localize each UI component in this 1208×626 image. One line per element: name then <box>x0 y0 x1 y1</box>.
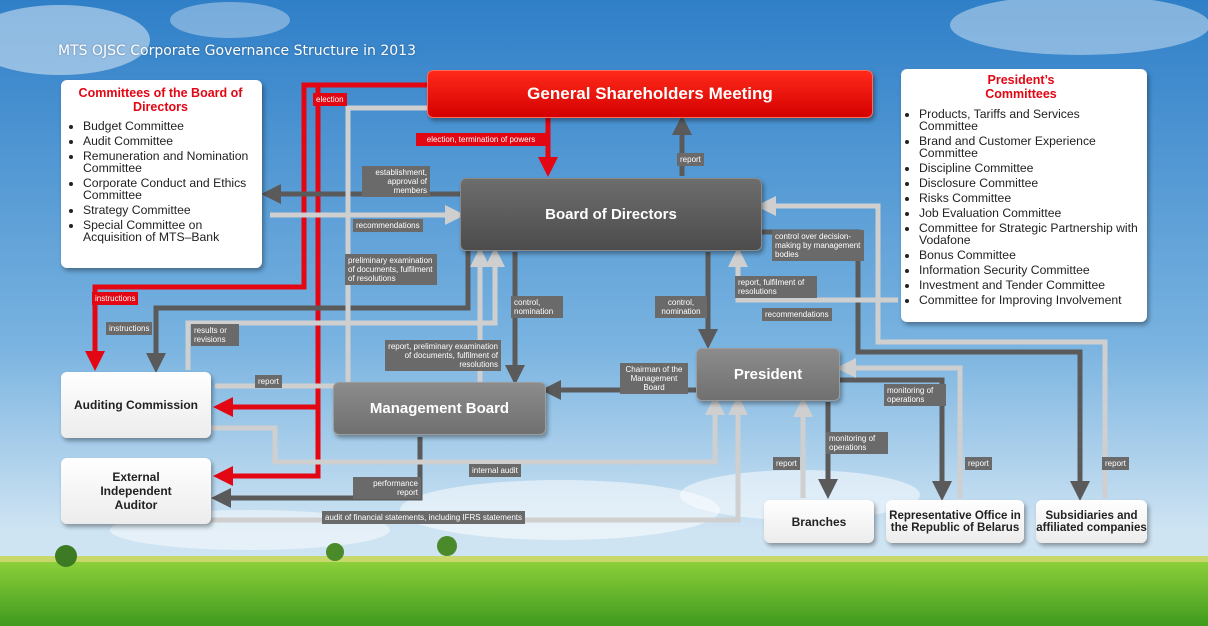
report-auditing-label: report <box>255 375 282 388</box>
list-item: Bonus Committee <box>919 249 1141 261</box>
control-nomination-left-label: control, nomination <box>511 296 563 318</box>
board-committees-heading: Committees of the Board of Directors <box>78 86 243 114</box>
list-item: Discipline Committee <box>919 162 1141 174</box>
report-gsm-label: report <box>677 153 704 166</box>
list-item: Audit Committee <box>83 135 256 147</box>
list-item: Special Committee on Acquisition of MTS–… <box>83 219 256 243</box>
prelim-exam-label: preliminary examination of documents, fu… <box>345 254 437 285</box>
list-item: Disclosure Committee <box>919 177 1141 189</box>
branches-node: Branches <box>764 500 874 543</box>
instructions-red-label: instructions <box>92 292 139 305</box>
monitoring-branches-label: monitoring of operations <box>826 432 888 454</box>
list-item: Strategy Committee <box>83 204 256 216</box>
president-node: President <box>696 348 840 401</box>
list-item: Budget Committee <box>83 120 256 132</box>
management-board-node: Management Board <box>333 382 546 435</box>
list-item: Job Evaluation Committee <box>919 207 1141 219</box>
board-committees-panel: Committees of the Board of Directors Bud… <box>61 80 262 268</box>
instructions-label: instructions <box>106 322 153 335</box>
president-committees-panel: President’s Committees Products, Tariffs… <box>901 69 1147 322</box>
board-of-directors-node: Board of Directors <box>460 178 762 251</box>
recommendations-president-label: recommendations <box>762 308 832 321</box>
list-item: Information Security Committee <box>919 264 1141 276</box>
performance-report-label: performance report <box>353 477 421 499</box>
control-nomination-right-label: control, nomination <box>655 296 707 318</box>
report-fulfilment-label: report, fulfilment of resolutions <box>735 276 817 298</box>
audit-statements-label: audit of financial statements, including… <box>322 511 525 524</box>
results-label: results or revisions <box>191 324 239 346</box>
recommendations-bod-label: recommendations <box>353 219 423 232</box>
list-item: Risks Committee <box>919 192 1141 204</box>
list-item: Remuneration and Nomination Committee <box>83 150 256 174</box>
list-item: Committee for Improving Involvement <box>919 294 1141 306</box>
report-subsidiaries-label: report <box>1102 457 1129 470</box>
establishment-label: establishment, approval of members <box>362 166 430 197</box>
report-prelim-label: report, preliminary examination of docum… <box>385 340 501 371</box>
president-committees-heading: President’s Committees <box>985 73 1057 101</box>
general-shareholders-meeting-node: General Shareholders Meeting <box>427 70 873 118</box>
control-over-label: control over decision-making by manageme… <box>772 230 864 261</box>
chairman-label: Chairman of the Management Board <box>620 363 688 394</box>
election-label: election <box>313 93 347 106</box>
internal-audit-label: internal audit <box>469 464 521 477</box>
monitoring-belarus-label: monitoring of operations <box>884 384 946 406</box>
report-branches-label: report <box>773 457 800 470</box>
president-committees-list: Products, Tariffs and Services Committee… <box>901 108 1141 306</box>
belarus-office-node: Representative Office in the Republic of… <box>886 500 1024 543</box>
list-item: Investment and Tender Committee <box>919 279 1141 291</box>
list-item: Brand and Customer Experience Committee <box>919 135 1141 159</box>
list-item: Products, Tariffs and Services Committee <box>919 108 1141 132</box>
subsidiaries-node: Subsidiaries and affiliated companies <box>1036 500 1147 543</box>
list-item: Committee for Strategic Partnership with… <box>919 222 1141 246</box>
report-belarus-label: report <box>965 457 992 470</box>
election-termination-label: election, termination of powers <box>416 133 546 146</box>
diagram-title: MTS OJSC Corporate Governance Structure … <box>58 43 416 59</box>
external-auditor-node: External Independent Auditor <box>61 458 211 524</box>
list-item: Corporate Conduct and Ethics Committee <box>83 177 256 201</box>
board-committees-list: Budget Committee Audit Committee Remuner… <box>65 120 256 243</box>
auditing-commission-node: Auditing Commission <box>61 372 211 438</box>
